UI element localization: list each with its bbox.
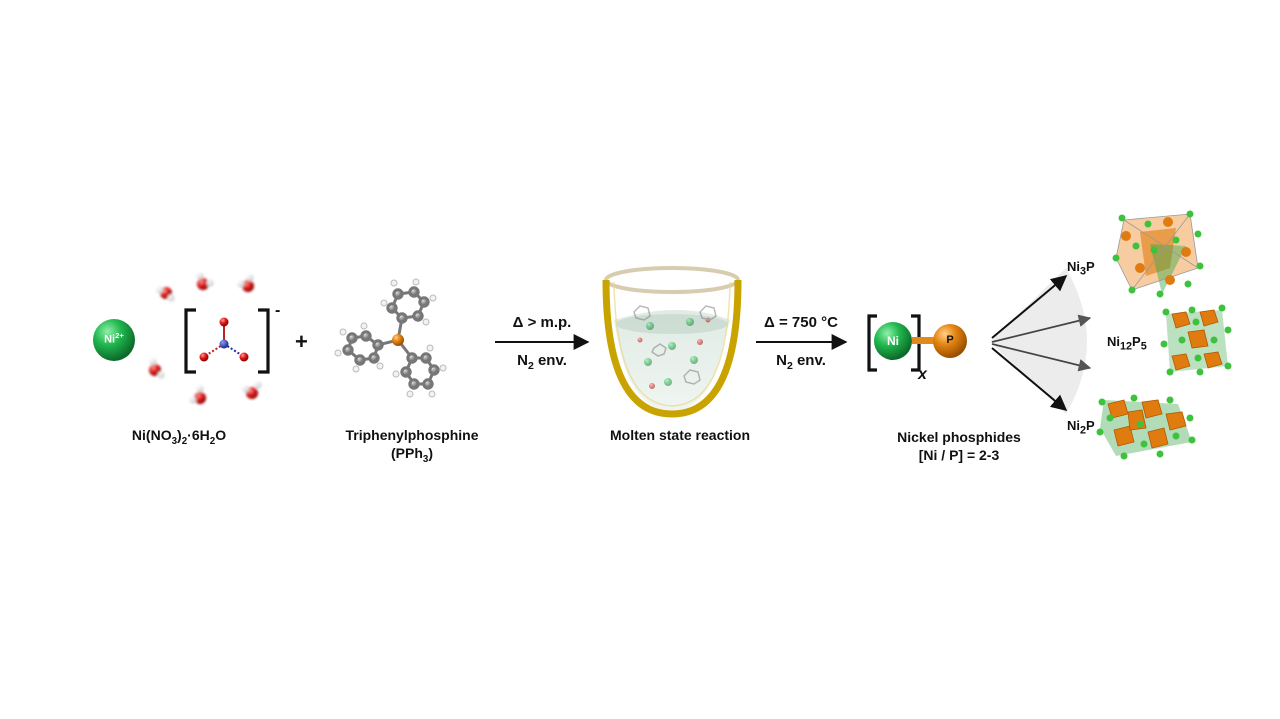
phosphorus-atom <box>392 334 404 346</box>
reactant1-formula: Ni(NO3)2·6H2O <box>131 427 227 447</box>
phase-label-ni2p: Ni2P <box>1067 418 1095 437</box>
water-molecules <box>149 272 262 404</box>
reactant2-abbr: (PPh3) <box>390 445 433 465</box>
step1-condition-atmosphere: N2 env. <box>517 352 567 372</box>
reactant2-name: Triphenylphosphine <box>345 427 479 443</box>
ni3p-structure <box>1112 210 1204 298</box>
phase-fan <box>990 268 1092 414</box>
plus-sign: + <box>295 329 308 354</box>
product-ni-label: Ni <box>887 334 899 348</box>
product-p-label: P <box>946 334 954 346</box>
nickel-phosphide-unit <box>867 314 967 372</box>
ni2p-structure <box>1096 394 1196 460</box>
product-subscript-x: x <box>918 366 927 383</box>
phase-label-ni12p5: Ni12P5 <box>1107 334 1147 353</box>
step2-condition-atmosphere: N2 env. <box>776 352 826 372</box>
crucible <box>602 266 742 418</box>
phase-label-ni3p: Ni3P <box>1067 259 1095 278</box>
product-ratio: [Ni / P] = 2-3 <box>918 447 1000 463</box>
nickel-ion-sphere <box>93 319 135 361</box>
triphenylphosphine-molecule <box>334 278 447 398</box>
product-name: Nickel phosphides <box>897 429 1021 445</box>
ni12p5-structure <box>1160 304 1232 376</box>
nitrate-anion <box>184 308 270 374</box>
nickel-ion-label: Ni2+ <box>104 331 124 346</box>
step1-condition-temp: Δ > m.p. <box>512 314 572 331</box>
crucible-label: Molten state reaction <box>609 427 751 443</box>
step2-condition-temp: Δ = 750 °C <box>764 314 838 331</box>
anion-charge: - <box>275 302 281 319</box>
